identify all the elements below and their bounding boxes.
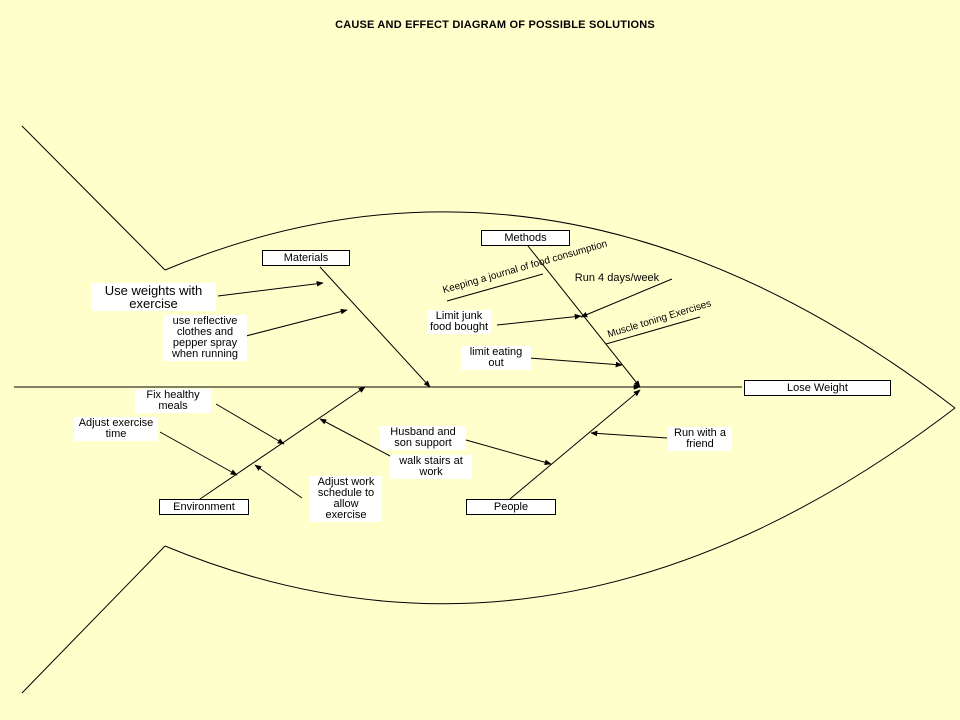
cause-run4: Run 4 days/week [574, 272, 660, 284]
cause-husband: Husband and son support [380, 426, 466, 450]
arrow-meals [215, 403, 285, 445]
arrow-friend [590, 430, 668, 439]
line-journal [446, 273, 544, 302]
bone-materials [319, 266, 431, 388]
fish-top-body [164, 211, 956, 409]
category-methods: Methods [481, 230, 570, 246]
category-environment: Environment [159, 499, 249, 515]
cause-friend: Run with a friend [668, 427, 732, 451]
cause-stairs: walk stairs at work [390, 455, 472, 479]
fish-bottom-body [164, 407, 956, 605]
cause-eating-out: limit eating out [461, 346, 531, 370]
fish-tail-bottom [21, 545, 166, 694]
arrow-exercise-time [159, 431, 238, 476]
arrow-run4 [580, 278, 673, 318]
cause-meals: Fix healthy meals [135, 389, 211, 413]
arrow-reflective [245, 308, 348, 337]
arrow-junk [496, 313, 582, 326]
arrow-weights [217, 280, 324, 297]
category-people: People [466, 499, 556, 515]
arrow-eating-out [528, 357, 623, 368]
cause-exercise-time: Adjust exercise time [74, 417, 158, 441]
category-materials: Materials [262, 250, 350, 266]
fish-tail-top [21, 125, 166, 271]
arrow-stairs [319, 418, 393, 458]
bone-people [509, 389, 641, 500]
arrow-work-schedule [254, 464, 303, 499]
cause-junk: Limit junk food bought [427, 310, 491, 334]
arrow-husband [465, 439, 552, 465]
cause-work-schedule: Adjust work schedule to allow exercise [310, 476, 382, 522]
cause-weights: Use weights with exercise [91, 283, 216, 311]
diagram-title: CAUSE AND EFFECT DIAGRAM OF POSSIBLE SOL… [335, 19, 655, 31]
cause-reflective: use reflective clothes and pepper spray … [163, 315, 247, 361]
line-muscle [605, 316, 701, 345]
effect-box: Lose Weight [744, 380, 891, 396]
